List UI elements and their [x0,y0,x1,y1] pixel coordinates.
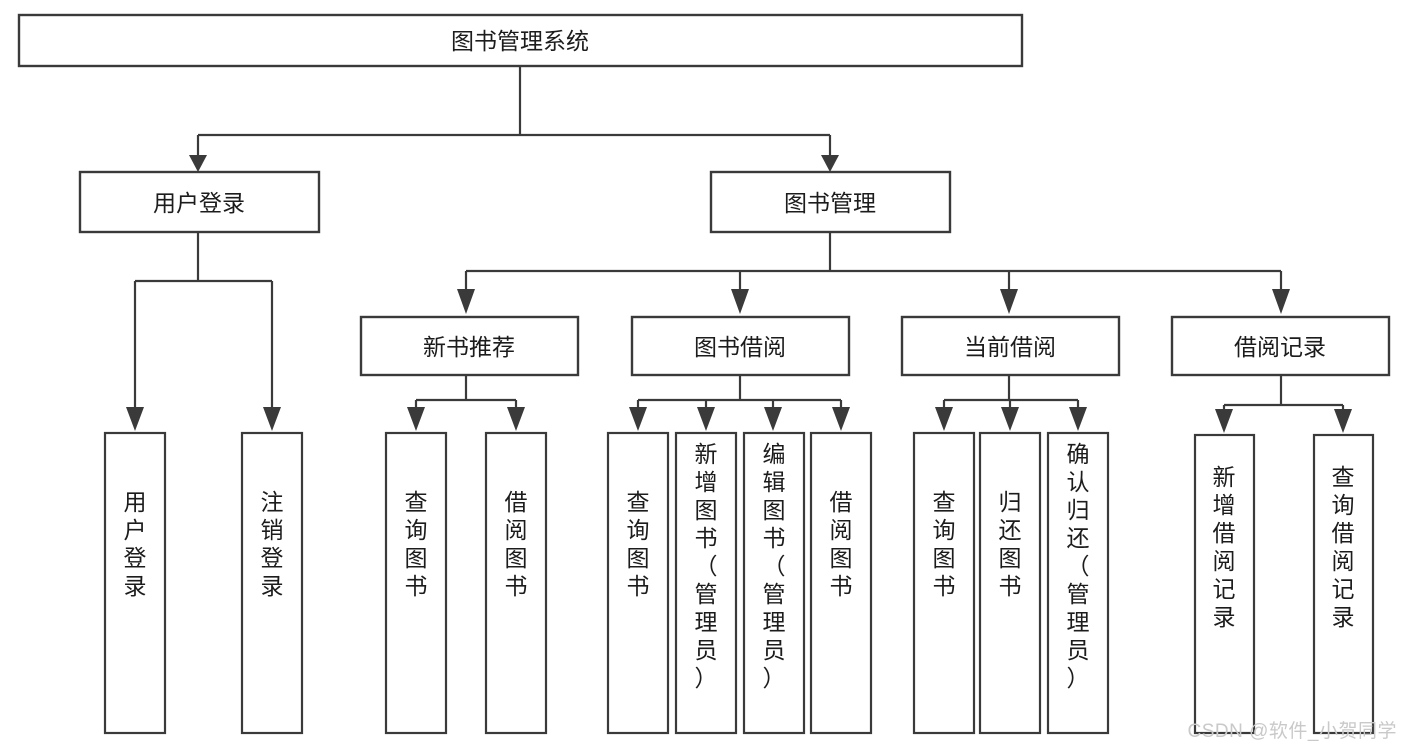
node-new-book-recommend-box[interactable] [359,315,580,377]
node-root[interactable]: 图书管理系统 [17,13,1024,68]
node-leaf-query-book-1-label: 查询图书 [405,489,428,599]
node-leaf-user-login[interactable]: 用户登录 [103,431,167,735]
node-leaf-logout-login-box[interactable] [240,431,304,735]
node-leaf-edit-book-box[interactable] [742,431,806,735]
arrowhead-leaf-add-book [697,407,715,431]
node-new-book-recommend-label: 新书推荐 [423,334,515,360]
node-leaf-query-record-box[interactable] [1312,433,1375,735]
arrowhead-current-borrow [1000,289,1018,314]
node-leaf-query-book-1-box[interactable] [384,431,448,735]
node-leaf-confirm-return-label: 确认归还（管理员） [1067,441,1090,691]
arrowhead-book-borrow [731,289,749,314]
node-book-borrow[interactable]: 图书借阅 [630,315,851,377]
arrowhead-leaf-return-book [1001,407,1019,431]
node-leaf-query-book-2[interactable]: 查询图书 [606,431,670,735]
node-leaf-query-book-3-label: 查询图书 [933,489,956,599]
node-leaf-add-record-label: 新增借阅记录 [1213,464,1236,630]
node-book-manage-box[interactable] [709,170,952,234]
arrowhead-leaf-query-book-1 [407,407,425,431]
node-leaf-return-book-box[interactable] [978,431,1042,735]
arrowhead-user-login [189,155,207,172]
arrowhead-leaf-add-record [1215,409,1233,433]
node-leaf-query-book-3[interactable]: 查询图书 [912,431,976,735]
node-leaf-query-book-1[interactable]: 查询图书 [384,431,448,735]
node-book-manage[interactable]: 图书管理 [709,170,952,234]
arrowhead-leaf-logout-login [263,407,281,431]
node-leaf-query-book-3-box[interactable] [912,431,976,735]
node-current-borrow-box[interactable] [900,315,1121,377]
arrowhead-leaf-borrow-book-2 [832,407,850,431]
node-user-login-box[interactable] [78,170,321,234]
node-leaf-add-book[interactable]: 新增图书（管理员） [674,431,738,735]
node-leaf-confirm-return-box[interactable] [1046,431,1110,735]
node-new-book-recommend[interactable]: 新书推荐 [359,315,580,377]
node-leaf-user-login-label: 用户登录 [124,489,147,599]
node-leaf-user-login-box[interactable] [103,431,167,735]
node-root-box[interactable] [17,13,1024,68]
node-book-borrow-box[interactable] [630,315,851,377]
arrowhead-leaf-query-book-2 [629,407,647,431]
node-leaf-query-record[interactable]: 查询借阅记录 [1312,433,1375,735]
node-leaf-edit-book[interactable]: 编辑图书（管理员） [742,431,806,735]
node-leaf-add-record[interactable]: 新增借阅记录 [1193,433,1256,735]
node-root-label: 图书管理系统 [451,28,589,54]
node-leaf-query-book-2-box[interactable] [606,431,670,735]
node-leaf-borrow-book-2[interactable]: 借阅图书 [809,431,873,735]
node-leaf-logout-login[interactable]: 注销登录 [240,431,304,735]
arrowhead-book-manage [821,155,839,172]
node-leaf-edit-book-label: 编辑图书（管理员） [763,441,786,691]
node-leaf-query-record-label: 查询借阅记录 [1332,464,1355,630]
node-leaf-add-book-label: 新增图书（管理员） [695,441,718,691]
node-borrow-record[interactable]: 借阅记录 [1170,315,1391,377]
node-current-borrow-label: 当前借阅 [964,334,1056,360]
node-borrow-record-label: 借阅记录 [1234,334,1326,360]
arrowhead-leaf-user-login [126,407,144,431]
node-leaf-borrow-book-2-label: 借阅图书 [830,489,853,599]
node-user-login[interactable]: 用户登录 [78,170,321,234]
arrowhead-leaf-query-record [1334,409,1352,433]
connector-layer [126,66,1352,433]
node-borrow-record-box[interactable] [1170,315,1391,377]
node-leaf-query-book-2-label: 查询图书 [627,489,650,599]
arrowhead-leaf-query-book-3 [935,407,953,431]
node-leaf-add-book-box[interactable] [674,431,738,735]
node-user-login-label: 用户登录 [153,190,245,216]
node-leaf-borrow-book-1-label: 借阅图书 [505,489,528,599]
node-leaf-borrow-book-2-box[interactable] [809,431,873,735]
node-book-borrow-label: 图书借阅 [694,334,786,360]
node-leaf-return-book-label: 归还图书 [999,489,1022,599]
node-book-manage-label: 图书管理 [784,190,876,216]
arrowhead-new-book-recommend [457,289,475,314]
node-leaf-confirm-return[interactable]: 确认归还（管理员） [1046,431,1110,735]
arrowhead-leaf-borrow-book-1 [507,407,525,431]
arrowhead-borrow-record [1272,289,1290,314]
node-leaf-logout-login-label: 注销登录 [261,489,284,599]
node-leaf-add-record-box[interactable] [1193,433,1256,735]
node-leaf-return-book[interactable]: 归还图书 [978,431,1042,735]
node-leaf-borrow-book-1-box[interactable] [484,431,548,735]
arrowhead-leaf-confirm-return [1069,407,1087,431]
node-current-borrow[interactable]: 当前借阅 [900,315,1121,377]
arrowhead-leaf-edit-book [764,407,782,431]
node-leaf-borrow-book-1[interactable]: 借阅图书 [484,431,548,735]
